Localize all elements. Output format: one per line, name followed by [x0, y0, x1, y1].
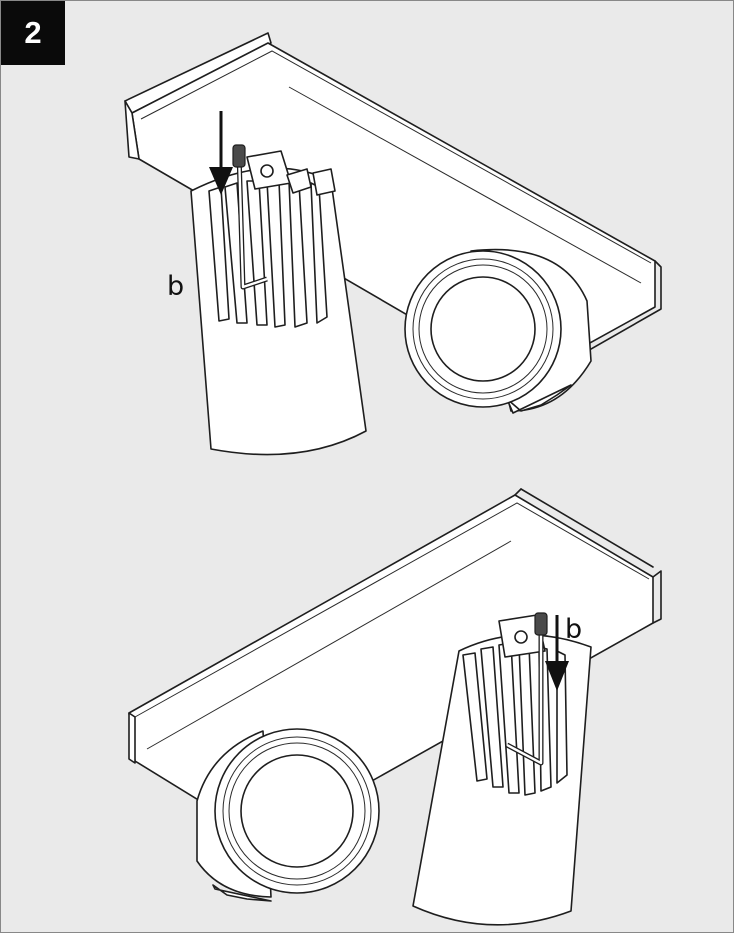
down-arrow-bottom: [545, 615, 569, 691]
spotlight-front-left-top: [190, 150, 367, 456]
allen-key-top: [232, 144, 268, 290]
spotlight-front-left-bottom: [196, 728, 380, 902]
callout-label-b-bottom: b: [565, 614, 583, 645]
callout-label-b-top: b: [167, 271, 185, 302]
allen-key-bottom: [505, 612, 548, 766]
down-arrow-top: [209, 111, 233, 195]
step-number-badge: 2: [1, 1, 65, 65]
spotlight-rear-right-top: [404, 248, 592, 414]
spotlight-rear-right-bottom: [412, 614, 592, 926]
